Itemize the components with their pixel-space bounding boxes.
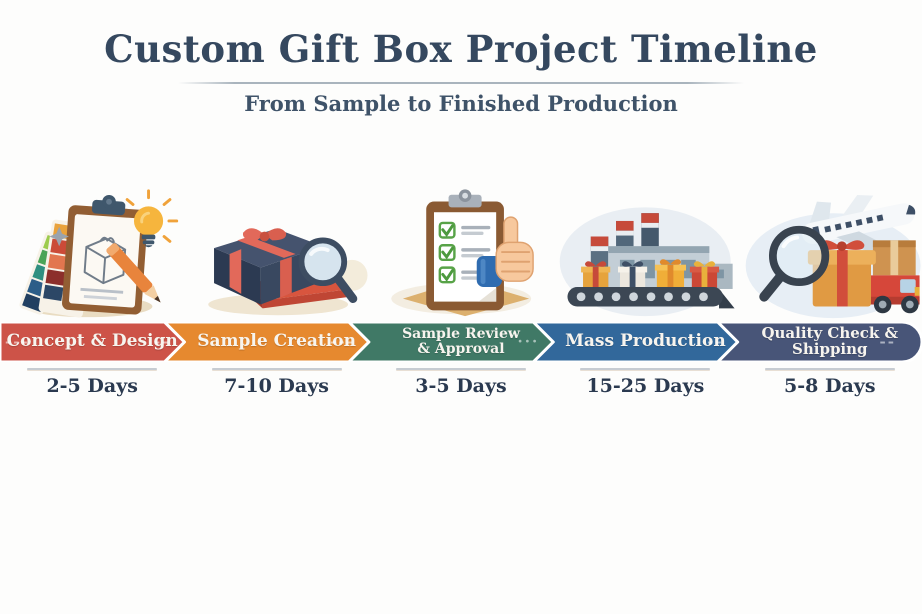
days-underline: [580, 367, 711, 370]
page-title: Custom Gift Box Project Timeline: [104, 27, 818, 71]
dash-decoration: --: [153, 332, 171, 351]
stage-icons-row: [0, 186, 922, 322]
stage-2-days-cell: 7-10 Days: [184, 367, 368, 397]
title-divider: [178, 81, 744, 84]
stage-4-icon-cell: [553, 186, 737, 322]
stage-2-icon-cell: [184, 186, 368, 322]
stage-2-label: Sample Creation: [197, 330, 356, 351]
stage-5-banner: Quality Check & Shipping --: [738, 322, 922, 362]
stage-1-banner: --- Concept & Design --: [0, 322, 184, 362]
stage-5-icon-cell: [738, 186, 922, 322]
days-underline: [764, 367, 895, 370]
stage-2-banner: Sample Creation ---: [184, 322, 368, 362]
stage-3-banner: Sample Review & Approval ···: [369, 322, 553, 362]
stage-5-days-cell: 5-8 Days: [738, 367, 922, 397]
stage-4-label: Mass Production: [565, 330, 726, 351]
dash-decoration: ···: [517, 332, 540, 351]
dash-decoration: --: [879, 332, 896, 351]
stage-3-icon-cell: [369, 186, 553, 322]
stage-4-days-cell: 15-25 Days: [553, 367, 737, 397]
stage-3-days-cell: 3-5 Days: [369, 367, 553, 397]
arrow-segment-1: [0, 321, 186, 362]
stage-4-banner: Mass Production --: [553, 322, 737, 362]
stage-3-days: 3-5 Days: [415, 374, 507, 397]
factory-conveyor-gift-boxes-icon: [559, 206, 735, 316]
days-row: 2-5 Days 7-10 Days 3-5 Days 15-25 Days 5…: [0, 367, 922, 397]
dash-decoration: --: [707, 332, 724, 351]
arrow-labels: --- Concept & Design -- Sample Creation …: [0, 322, 922, 362]
checklist-thumbs-up-icon: [391, 188, 534, 316]
stage-5-days: 5-8 Days: [784, 374, 876, 397]
stage-2-days: 7-10 Days: [224, 374, 329, 397]
page-subtitle: From Sample to Finished Production: [244, 90, 678, 116]
stage-1-icon-cell: [0, 186, 184, 322]
stage-1-days-cell: 2-5 Days: [0, 367, 184, 397]
design-clipboard-swatches-pencil-lightbulb-icon: [19, 188, 179, 318]
stage-5-label: Quality Check & Shipping: [761, 323, 899, 358]
stage-1-days: 2-5 Days: [46, 374, 138, 397]
dash-decoration: ---: [330, 332, 355, 351]
timeline-arrow-band: --- Concept & Design -- Sample Creation …: [0, 321, 922, 362]
dash-decoration: ---: [5, 332, 30, 351]
days-underline: [395, 367, 526, 370]
timeline-arrows: [0, 321, 922, 362]
stage-1-label: Concept & Design: [6, 330, 178, 351]
stage-3-label: Sample Review & Approval: [402, 325, 520, 357]
days-underline: [27, 367, 158, 370]
days-underline: [211, 367, 342, 370]
airplane-truck-magnifier-package-icon: [745, 194, 921, 318]
gift-box-magnifier-icon: [208, 227, 368, 315]
stage-4-days: 15-25 Days: [586, 374, 705, 397]
header: Custom Gift Box Project Timeline From Sa…: [0, 0, 922, 116]
